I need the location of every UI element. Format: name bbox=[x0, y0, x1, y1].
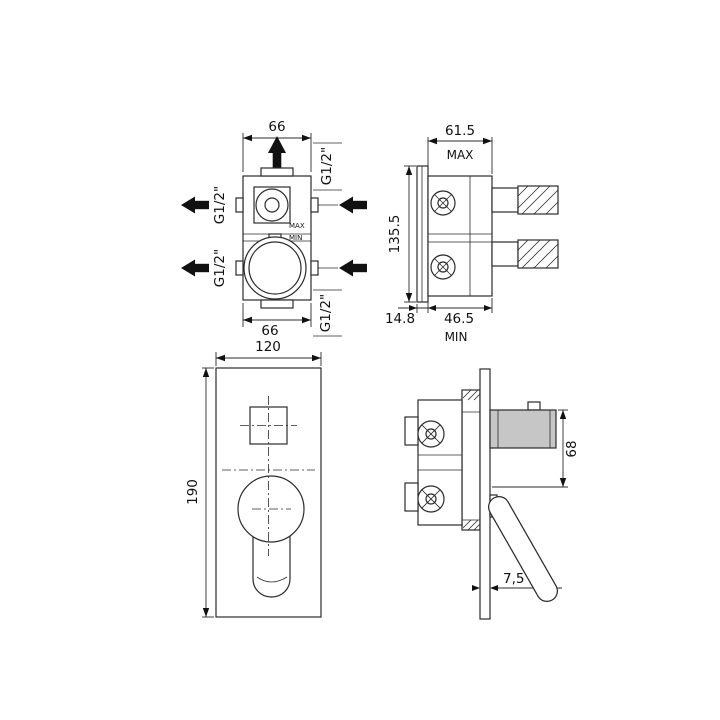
port-bracket-lines bbox=[313, 142, 342, 337]
dim-depth-min-label: 46.5 bbox=[444, 311, 474, 327]
port-label-top-outlet: G1/2" bbox=[319, 147, 335, 185]
dim-depth-max-label: 61.5 bbox=[445, 123, 475, 139]
trim-plate-side-view: 7,5 68 bbox=[404, 368, 580, 620]
dim-depth-max: 61.5 MAX bbox=[427, 123, 493, 174]
dim-handle-depth: 68 bbox=[492, 409, 580, 488]
trim-plate-front bbox=[215, 367, 322, 618]
max-marking-label: MAX bbox=[289, 222, 305, 230]
valve-body-side bbox=[416, 165, 493, 303]
centerlines-front bbox=[222, 396, 315, 556]
valve-body-behind-wall bbox=[404, 389, 481, 531]
handle-knob-side bbox=[489, 401, 557, 449]
dim-plate-height-label: 190 bbox=[185, 479, 201, 505]
port-label-bottom-outlet: G1/2" bbox=[318, 294, 334, 332]
valve-body-front bbox=[235, 167, 319, 309]
dim-bottom-width: 66 bbox=[242, 303, 312, 339]
dim-handle-depth-label: 68 bbox=[564, 440, 580, 457]
valve-side-view: 61.5 MAX 135.5 bbox=[385, 123, 559, 344]
dim-height: 135.5 bbox=[387, 165, 416, 303]
valve-front-view: 66 MAX MIN bbox=[181, 119, 367, 339]
wall-plate-side bbox=[479, 368, 491, 620]
flow-arrow-right-top-icon bbox=[318, 196, 367, 214]
pipe-connection-top bbox=[491, 185, 559, 215]
dim-plate-thickness-label: 7,5 bbox=[503, 571, 524, 587]
port-label-left-bottom: G1/2" bbox=[212, 249, 228, 287]
dim-bottom-width-label: 66 bbox=[261, 323, 278, 339]
pipe-connection-middle bbox=[491, 239, 559, 269]
dim-plate-height: 190 bbox=[185, 367, 214, 618]
dim-height-label: 135.5 bbox=[387, 215, 403, 254]
dim-plate-width: 120 bbox=[215, 339, 322, 366]
min-marking-label: MIN bbox=[289, 234, 302, 242]
max-position-label: MAX bbox=[447, 148, 474, 162]
min-position-label: MIN bbox=[445, 330, 468, 344]
port-label-left-top: G1/2" bbox=[212, 186, 228, 224]
dim-plate-width-label: 120 bbox=[255, 339, 281, 355]
flow-arrow-left-bottom-icon bbox=[181, 259, 209, 277]
handle-lever-side bbox=[488, 494, 558, 602]
trim-plate-front-view: 120 190 bbox=[185, 339, 322, 618]
dim-plate-depth-label: 14.8 bbox=[385, 311, 415, 327]
flow-arrow-up-icon bbox=[268, 136, 286, 169]
dim-depth-bottom: 14.8 46.5 MIN bbox=[385, 298, 493, 344]
dim-top-width-label: 66 bbox=[268, 119, 285, 135]
flow-arrow-right-bottom-icon bbox=[318, 259, 367, 277]
flow-arrow-left-top-icon bbox=[181, 196, 209, 214]
